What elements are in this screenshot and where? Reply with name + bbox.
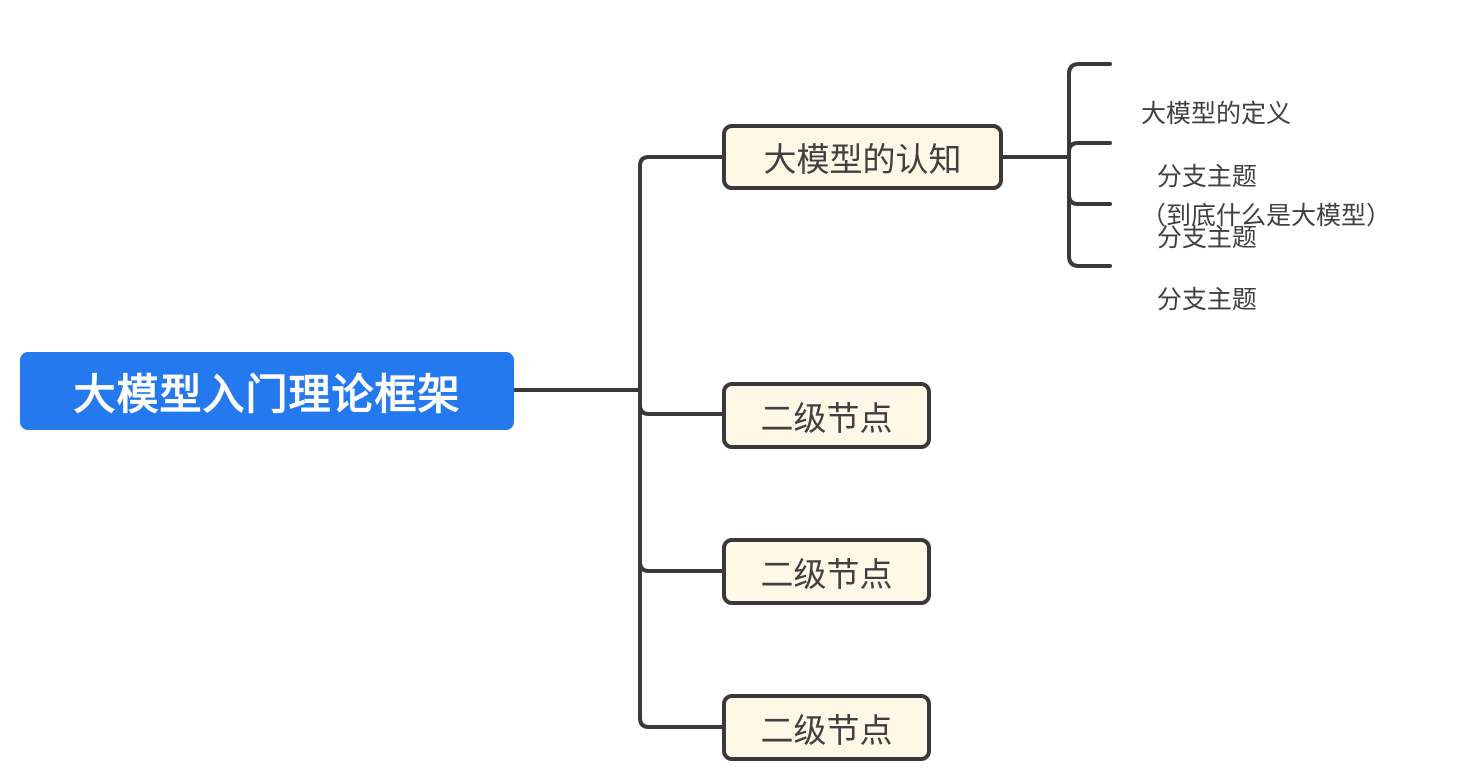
branch-connector-3 — [638, 388, 726, 573]
branch-node[interactable]: 大模型的认知 — [722, 124, 1003, 190]
branch-connector-1 — [638, 155, 726, 392]
branch-connector-2 — [638, 388, 726, 416]
root-topic[interactable]: 大模型入门理论框架 — [20, 352, 514, 430]
subtopic[interactable]: 分支主题 — [1141, 187, 1257, 255]
branch-node[interactable]: 二级节点 — [722, 538, 931, 605]
subtopic-label: 分支主题 — [1156, 285, 1257, 314]
sub-connector-1 — [1067, 62, 1112, 159]
sub-connector-3 — [1067, 155, 1112, 206]
branch-node[interactable]: 二级节点 — [722, 694, 931, 761]
sub-connector-2 — [1067, 141, 1112, 159]
branch-node-label: 二级节点 — [760, 710, 893, 750]
branch-node-label: 二级节点 — [760, 554, 893, 594]
branch-connector-4 — [638, 388, 726, 729]
subtopic-label-line2: （到底什么是大模型） — [1141, 201, 1392, 230]
subtopic[interactable]: 分支主题 — [1141, 126, 1257, 194]
root-topic-label: 大模型入门理论框架 — [73, 369, 461, 419]
subtopic-label-line1: 大模型的定义 — [1141, 99, 1292, 128]
sub-connector-4 — [1067, 155, 1112, 268]
subtopic[interactable]: 分支主题 — [1141, 249, 1257, 317]
subtopic[interactable]: 大模型的定义 （到底什么是大模型） — [1141, 29, 1391, 267]
subtopic-label: 分支主题 — [1156, 223, 1257, 252]
branch-node[interactable]: 二级节点 — [722, 382, 931, 449]
branch-node-label: 大模型的认知 — [763, 140, 962, 179]
branch-node-label: 二级节点 — [760, 398, 893, 438]
subtopic-label: 分支主题 — [1156, 162, 1257, 191]
